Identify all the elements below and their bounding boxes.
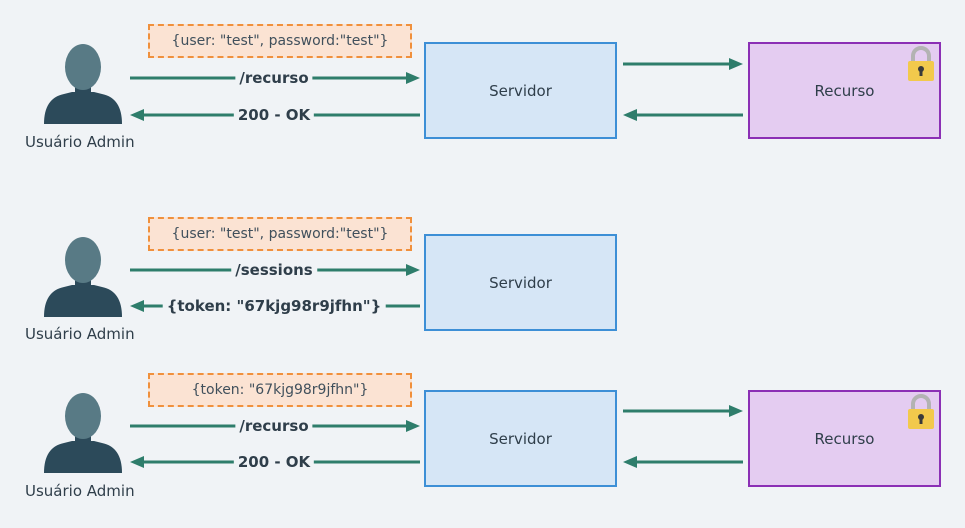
user-label: Usuário Admin: [25, 482, 135, 500]
response-arrow: 200 - OK: [130, 105, 420, 125]
response-label: 200 - OK: [233, 105, 315, 125]
request-label: /recurso: [235, 416, 313, 436]
response-label: {token: "67kjg98r9jfhn"}: [162, 296, 386, 316]
server-to-resource-arrow: [623, 403, 743, 419]
response-arrow: 200 - OK: [130, 452, 420, 472]
request-arrow: /recurso: [130, 416, 420, 436]
user-label: Usuário Admin: [25, 325, 135, 343]
request-payload: {user: "test", password:"test"}: [148, 217, 412, 251]
flow-2: Usuário Admin {user: "test", password:"t…: [0, 0, 965, 343]
server-label: Servidor: [489, 273, 552, 292]
user-label: Usuário Admin: [25, 133, 135, 151]
request-arrow: /sessions: [130, 260, 420, 280]
request-payload: {token: "67kjg98r9jfhn"}: [148, 373, 412, 407]
lock-icon: [907, 394, 935, 430]
resource-box: Recurso: [748, 42, 941, 139]
response-label: 200 - OK: [233, 452, 315, 472]
flow-1: Usuário Admin {user: "test", password:"t…: [0, 0, 965, 160]
server-box: Servidor: [424, 390, 617, 487]
request-label: /sessions: [231, 260, 317, 280]
server-to-resource-arrow: [623, 56, 743, 72]
response-arrow: {token: "67kjg98r9jfhn"}: [130, 296, 420, 316]
request-arrow: /recurso: [130, 68, 420, 88]
request-payload: {user: "test", password:"test"}: [148, 24, 412, 58]
server-box: Servidor: [424, 234, 617, 331]
server-label: Servidor: [489, 81, 552, 100]
request-label: /recurso: [235, 68, 313, 88]
server-box: Servidor: [424, 42, 617, 139]
resource-box: Recurso: [748, 390, 941, 487]
server-label: Servidor: [489, 429, 552, 448]
flow-3: Usuário Admin {token: "67kjg98r9jfhn"} /…: [0, 0, 965, 500]
resource-label: Recurso: [814, 81, 875, 100]
resource-to-server-arrow: [623, 107, 743, 123]
user-icon: [42, 391, 124, 473]
resource-to-server-arrow: [623, 454, 743, 470]
resource-label: Recurso: [814, 429, 875, 448]
user-icon: [42, 235, 124, 317]
